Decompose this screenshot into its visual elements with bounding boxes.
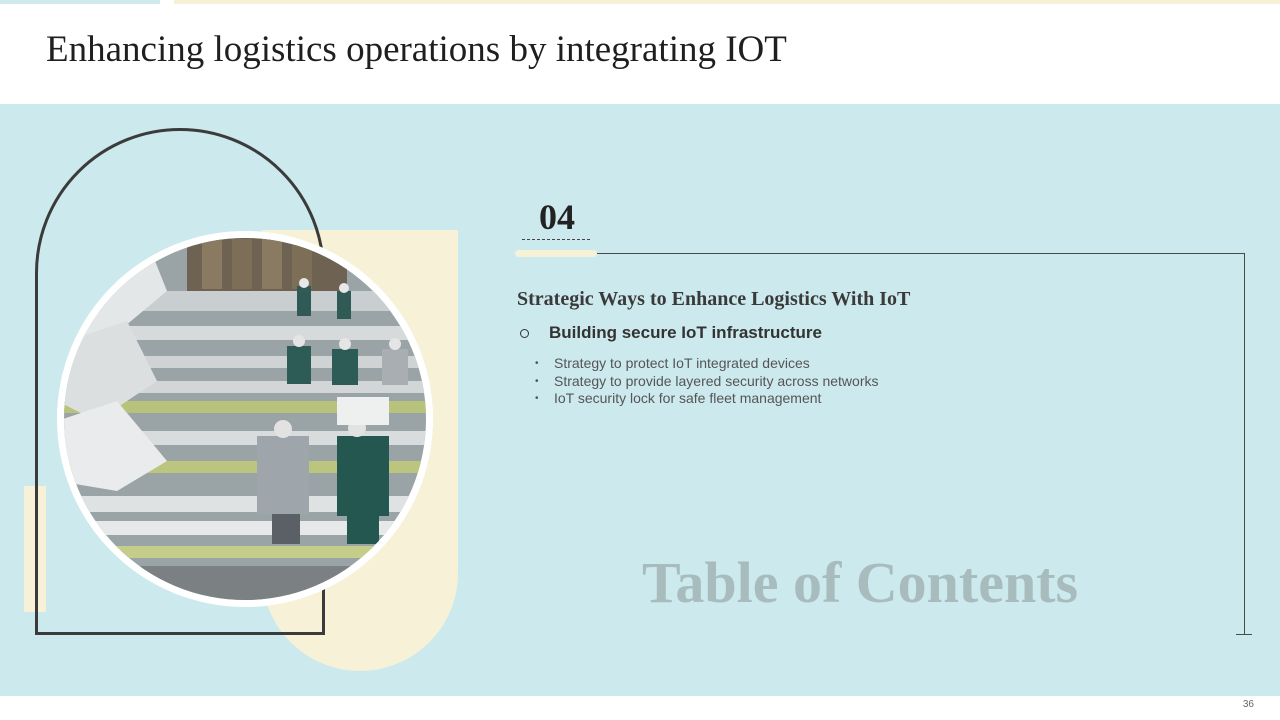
frame-line-top xyxy=(597,253,1245,254)
bullet-dot-icon: • xyxy=(535,393,539,404)
point-text: IoT security lock for safe fleet managem… xyxy=(554,390,822,406)
point-text: Strategy to provide layered security acr… xyxy=(554,372,879,389)
bullet-dot-icon: • xyxy=(535,358,539,369)
list-item: • IoT security lock for safe fleet manag… xyxy=(535,390,878,408)
factory-illustration xyxy=(57,231,433,607)
top-accent-blue xyxy=(0,0,160,4)
point-list: • Strategy to protect IoT integrated dev… xyxy=(535,355,878,408)
section-number: 04 xyxy=(539,197,575,237)
sub-heading-row: Building secure IoT infrastructure xyxy=(517,323,822,343)
section-heading: Strategic Ways to Enhance Logistics With… xyxy=(517,288,911,310)
list-item: • Strategy to protect IoT integrated dev… xyxy=(535,355,878,373)
list-item: • Strategy to provide layered security a… xyxy=(535,373,878,391)
frame-line-foot xyxy=(1236,634,1252,635)
watermark-table-of-contents: Table of Contents xyxy=(642,550,1079,615)
photo-factory-production-line xyxy=(57,231,433,607)
slide-title: Enhancing logistics operations by integr… xyxy=(46,29,787,70)
point-text: Strategy to protect IoT integrated devic… xyxy=(554,355,810,371)
frame-line-right xyxy=(1244,253,1245,634)
bullet-dot-icon: • xyxy=(535,375,539,387)
circle-bullet-icon xyxy=(520,328,529,338)
section-number-underline xyxy=(522,239,590,240)
top-accent-cream xyxy=(174,0,1280,4)
decorative-cream-pill xyxy=(515,250,597,257)
sub-heading: Building secure IoT infrastructure xyxy=(549,323,822,342)
page-number: 36 xyxy=(1242,699,1254,710)
